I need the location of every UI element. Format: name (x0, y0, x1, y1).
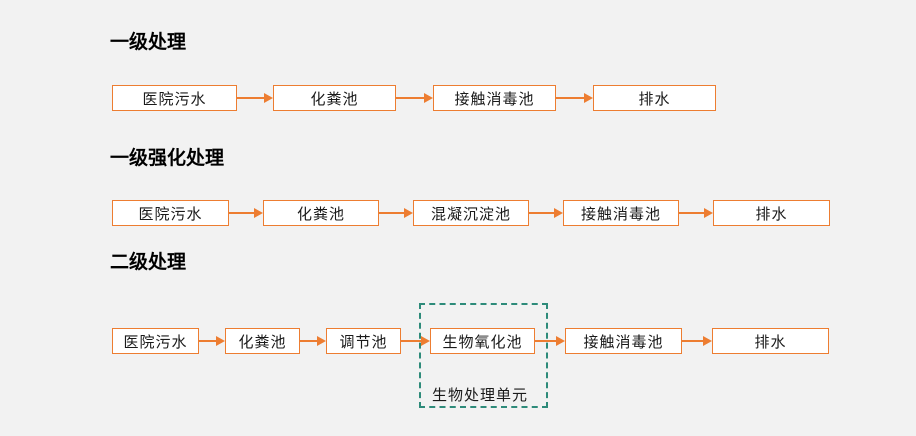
flow-1-arrow-1 (237, 93, 273, 103)
flow-1-step-hospital-sewage: 医院污水 (112, 85, 237, 111)
flow-3-step-septic-tank: 化粪池 (225, 328, 300, 354)
flow-1-step-discharge: 排水 (593, 85, 716, 111)
flow-3-arrow-2 (300, 336, 326, 346)
section-1-title: 一级处理 (110, 31, 187, 53)
flow-1-step-disinfection-tank: 接触消毒池 (433, 85, 556, 111)
flow-2-step-coagulation-tank: 混凝沉淀池 (413, 200, 529, 226)
flow-2-arrow-4 (679, 208, 713, 218)
flow-3-step-bio-oxidation-tank: 生物氧化池 (430, 328, 535, 354)
flow-3-step-hospital-sewage: 医院污水 (112, 328, 199, 354)
flow-3-arrow-1 (199, 336, 225, 346)
flow-3-step-equalization-tank: 调节池 (326, 328, 401, 354)
flow-1-arrow-3 (556, 93, 593, 103)
flow-2-step-disinfection-tank: 接触消毒池 (563, 200, 679, 226)
section-2-title: 一级强化处理 (110, 147, 225, 169)
flow-3-step-disinfection-tank: 接触消毒池 (565, 328, 682, 354)
flow-1-arrow-2 (396, 93, 433, 103)
flow-3-arrow-5 (682, 336, 712, 346)
flow-1-step-septic-tank: 化粪池 (273, 85, 396, 111)
flow-2-step-septic-tank: 化粪池 (263, 200, 379, 226)
flow-3-step-discharge: 排水 (712, 328, 829, 354)
flow-2-step-discharge: 排水 (713, 200, 830, 226)
section-3-title: 二级处理 (110, 251, 187, 273)
flow-2-arrow-3 (529, 208, 563, 218)
flow-3-arrow-4 (535, 336, 565, 346)
flow-2-arrow-2 (379, 208, 413, 218)
flow-3-arrow-3 (401, 336, 430, 346)
flow-2-step-hospital-sewage: 医院污水 (112, 200, 229, 226)
bio-treatment-unit-group (419, 303, 548, 408)
bio-treatment-unit-label: 生物处理单元 (432, 386, 529, 404)
flow-2-arrow-1 (229, 208, 263, 218)
